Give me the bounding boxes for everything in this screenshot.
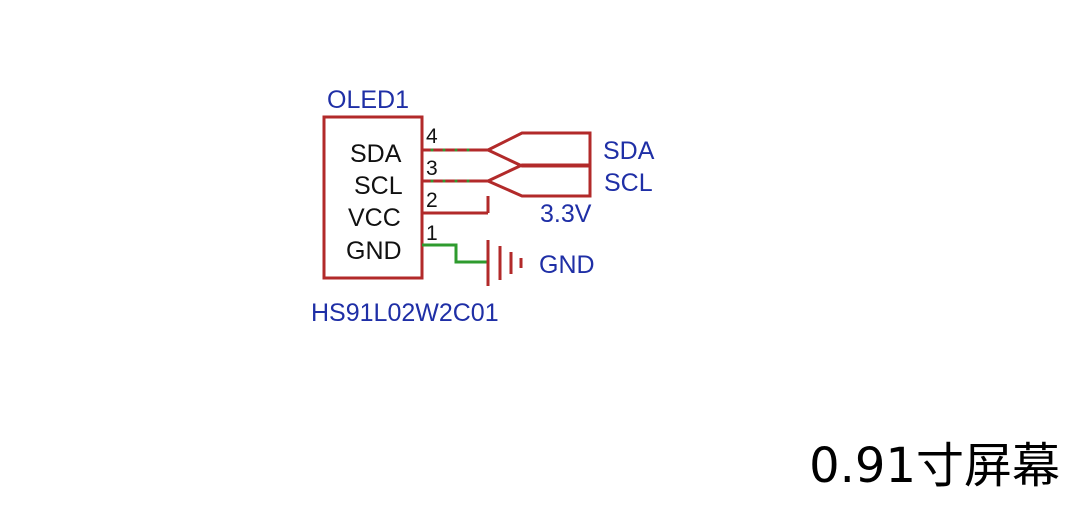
sda-dots xyxy=(430,148,470,152)
pin-name-gnd: GND xyxy=(346,237,402,265)
ground-symbol xyxy=(486,240,523,286)
oled-module-body xyxy=(322,115,424,280)
sda-wire xyxy=(422,131,592,168)
pin-number-4: 4 xyxy=(426,125,438,148)
component-part-number: HS91L02W2C01 xyxy=(311,299,499,327)
screen-size-caption: 0.91寸屏幕 xyxy=(809,438,1060,494)
pin-number-3: 3 xyxy=(426,157,438,180)
scl-dots xyxy=(430,179,470,183)
gnd-wire xyxy=(422,243,488,264)
pin-name-vcc: VCC xyxy=(348,204,401,232)
net-label-scl: SCL xyxy=(604,169,653,197)
component-designator: OLED1 xyxy=(327,86,409,114)
net-label-sda: SDA xyxy=(603,137,655,165)
net-label-gnd: GND xyxy=(539,251,595,279)
pin-number-1: 1 xyxy=(426,222,438,245)
scl-wire xyxy=(422,163,592,198)
net-label-power: 3.3V xyxy=(540,200,592,228)
pin-name-scl: SCL xyxy=(354,172,403,200)
vcc-wire xyxy=(422,196,490,215)
pin-number-2: 2 xyxy=(426,189,438,212)
pin-name-sda: SDA xyxy=(350,140,402,168)
